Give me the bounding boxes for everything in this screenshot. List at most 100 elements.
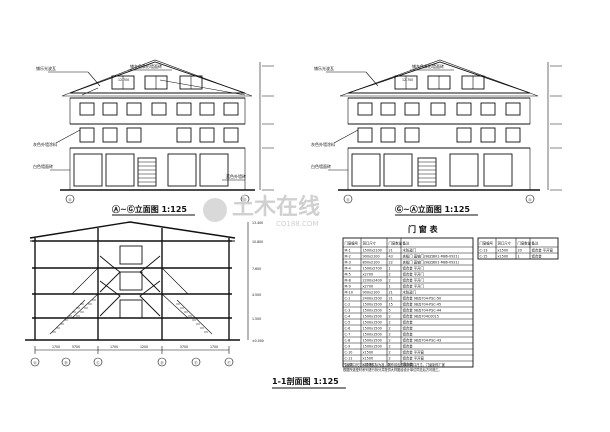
schedule-left-cell: 15 [389, 302, 393, 306]
section-stair-right [139, 255, 213, 335]
schedule-left-cell: M-1 [345, 248, 351, 252]
schedule-left-cell: 铝合金 平开窗 [403, 349, 425, 354]
schedule-right-cell: 1 [518, 254, 520, 258]
schedule-left-cell: 1500x1500 [363, 320, 382, 324]
schedule-left-cell: 铝合金 98ZJ704-PSC-43 [403, 337, 442, 342]
schedule-left-cell: C-2 [345, 302, 351, 306]
right-note-lower: 白色墙面砖 [311, 163, 331, 169]
schedule-left-cell: 21 [389, 248, 393, 252]
schedule-left-cell: 2 [389, 362, 391, 366]
schedule-left-cell: 夹板门 直轴门(98ZJ601-M86-0921) [403, 253, 460, 258]
schedule-right-cell: 铝合金 平开窗 [532, 247, 554, 252]
schedule-left-cell: 2 [389, 326, 391, 330]
schedule-left-cell: M-5 [345, 272, 351, 276]
schedule-left-cell: 1 [389, 266, 391, 270]
watermark-url: CO188.COM [276, 220, 318, 228]
schedule-left-row: C-8 1500x1500 2 铝合金 98ZJ704-PSC-43 [343, 336, 473, 342]
section-dim-2: 5700 [72, 345, 80, 349]
schedule-left-cell: 2 [389, 350, 391, 354]
schedule-left-cell: C-7 [345, 332, 351, 336]
schedule-left-cell: C-3 [345, 308, 351, 312]
section-dim-5: 5700 [180, 345, 188, 349]
schedule-left-cell: 铝合金 平开门 [403, 265, 425, 270]
schedule-left-cell: 铝合金 [403, 319, 414, 324]
schedule-right-header-1: 洞口尺寸 [498, 241, 512, 246]
schedule-left-cell: 铝合金 平开门 [403, 271, 425, 276]
schedule-left-cell: 铝合金 [403, 343, 414, 348]
schedule-left-cell: x2700 [363, 272, 374, 276]
right-upper-windows [394, 75, 485, 90]
schedule-left-cell: 铝合金 98ZJ704-PSC-44 [403, 307, 442, 312]
left-note-lower: 白色墙面砖 [33, 163, 53, 169]
watermark-text: 土木在线 [232, 194, 320, 220]
section-drawing: 1700 5700 1700 1200 5700 1700 Ⓐ Ⓑ Ⓒ Ⓓ Ⓔ … [25, 221, 346, 389]
schedule-left-header-0: 门窗编号 [345, 241, 359, 246]
schedule-left-cell: 1500x1500 [363, 314, 382, 318]
schedule-left-cell: C-8 [345, 338, 351, 342]
schedule-left-cell: 2 [389, 338, 391, 342]
schedule-left-cell: 2 [389, 332, 391, 336]
right-elevation-title: Ⓖ~Ⓐ立面图 1:125 [395, 204, 470, 214]
schedule-left-cell: M-9 [345, 284, 351, 288]
section-level-6: ±0.000 [252, 339, 264, 343]
schedule-left-cell: 21 [389, 290, 393, 294]
section-level-5: 1.500 [252, 317, 261, 321]
schedule-left-cell: C-12 [345, 362, 353, 366]
right-middle-windows [357, 102, 521, 116]
left-elevation: Ⓐ Ⓖ 铺乐光波瓦 铺灰色条形墙面砖 12.700 灰色外墙涂料 白色墙面砖 蓝… [33, 59, 274, 216]
schedule-left-cell: 1500x2100 [363, 248, 382, 252]
left-note-wall: 铺灰色条形墙面砖 [130, 63, 162, 69]
schedule-left-cell: 1500x1500 [363, 338, 382, 342]
schedule-left-cell: 铝合金 平开门 [403, 277, 425, 282]
right-elevation-roof [347, 61, 531, 94]
schedule-left-cell: 2 [389, 272, 391, 276]
schedule-left-cell: C-6 [345, 326, 351, 330]
right-axis-a: Ⓐ [528, 197, 532, 202]
schedule-title: 门 窗 表 [408, 224, 439, 234]
section-axis-e: Ⓔ [194, 360, 198, 365]
schedule-left-cell: 2200x2400 [363, 278, 382, 282]
schedule-left-cell: 1500x1500 [363, 332, 382, 336]
schedule-left-cell: 2400x1500 [363, 296, 382, 300]
schedule-left-cell: M-8 [345, 278, 351, 282]
left-note-roof: 铺乐光波瓦 [36, 65, 56, 71]
schedule-left-cell: 5 [389, 308, 391, 312]
schedule-left-cell: 铝合金 98ZJ704-PSC-50 [403, 295, 442, 300]
schedule-left-cell: 22 [389, 260, 393, 264]
schedule-left-cell: 2 [389, 278, 391, 282]
section-level-2: 10.800 [252, 240, 263, 244]
schedule-left-cell: x2700 [363, 284, 374, 288]
schedule-left-cell: 铝合金 [403, 325, 414, 330]
section-dim-6: 1700 [210, 345, 218, 349]
schedule-left-cell: 铝合金 98ZJ704-PSC-45 [403, 301, 442, 306]
schedule-left-cell: 1500x1500 [363, 308, 382, 312]
schedule-left-cell: 900x2100 [363, 254, 380, 258]
schedule-left-cell: C-11 [345, 356, 353, 360]
schedule-left-cell: 木防盗门 [403, 247, 417, 252]
schedule-right-header-3: 备注 [532, 241, 539, 246]
schedule-left-row: M-8 2200x2400 2 铝合金 平开门 [343, 276, 473, 282]
schedule-left-header-1: 洞口尺寸 [363, 241, 377, 246]
schedule-left-row: M-5 x2700 2 铝合金 平开门 [343, 270, 473, 276]
schedule-left-header-2: 门窗数量 [389, 241, 403, 246]
schedule-left-cell: 1 [389, 284, 391, 288]
section-level-1: 13.400 [252, 221, 263, 225]
section-axis-bubbles: Ⓐ Ⓑ Ⓒ Ⓓ Ⓔ Ⓕ [30, 357, 234, 367]
section-axis-a: Ⓐ [33, 360, 37, 365]
section-dim-1: 1700 [52, 345, 60, 349]
right-shopfronts [351, 153, 513, 187]
right-lower-windows [357, 127, 521, 143]
schedule-right-cell: C-13 [480, 248, 488, 252]
section-roof [29, 221, 236, 239]
right-top-dim: 12.700 [402, 78, 413, 82]
